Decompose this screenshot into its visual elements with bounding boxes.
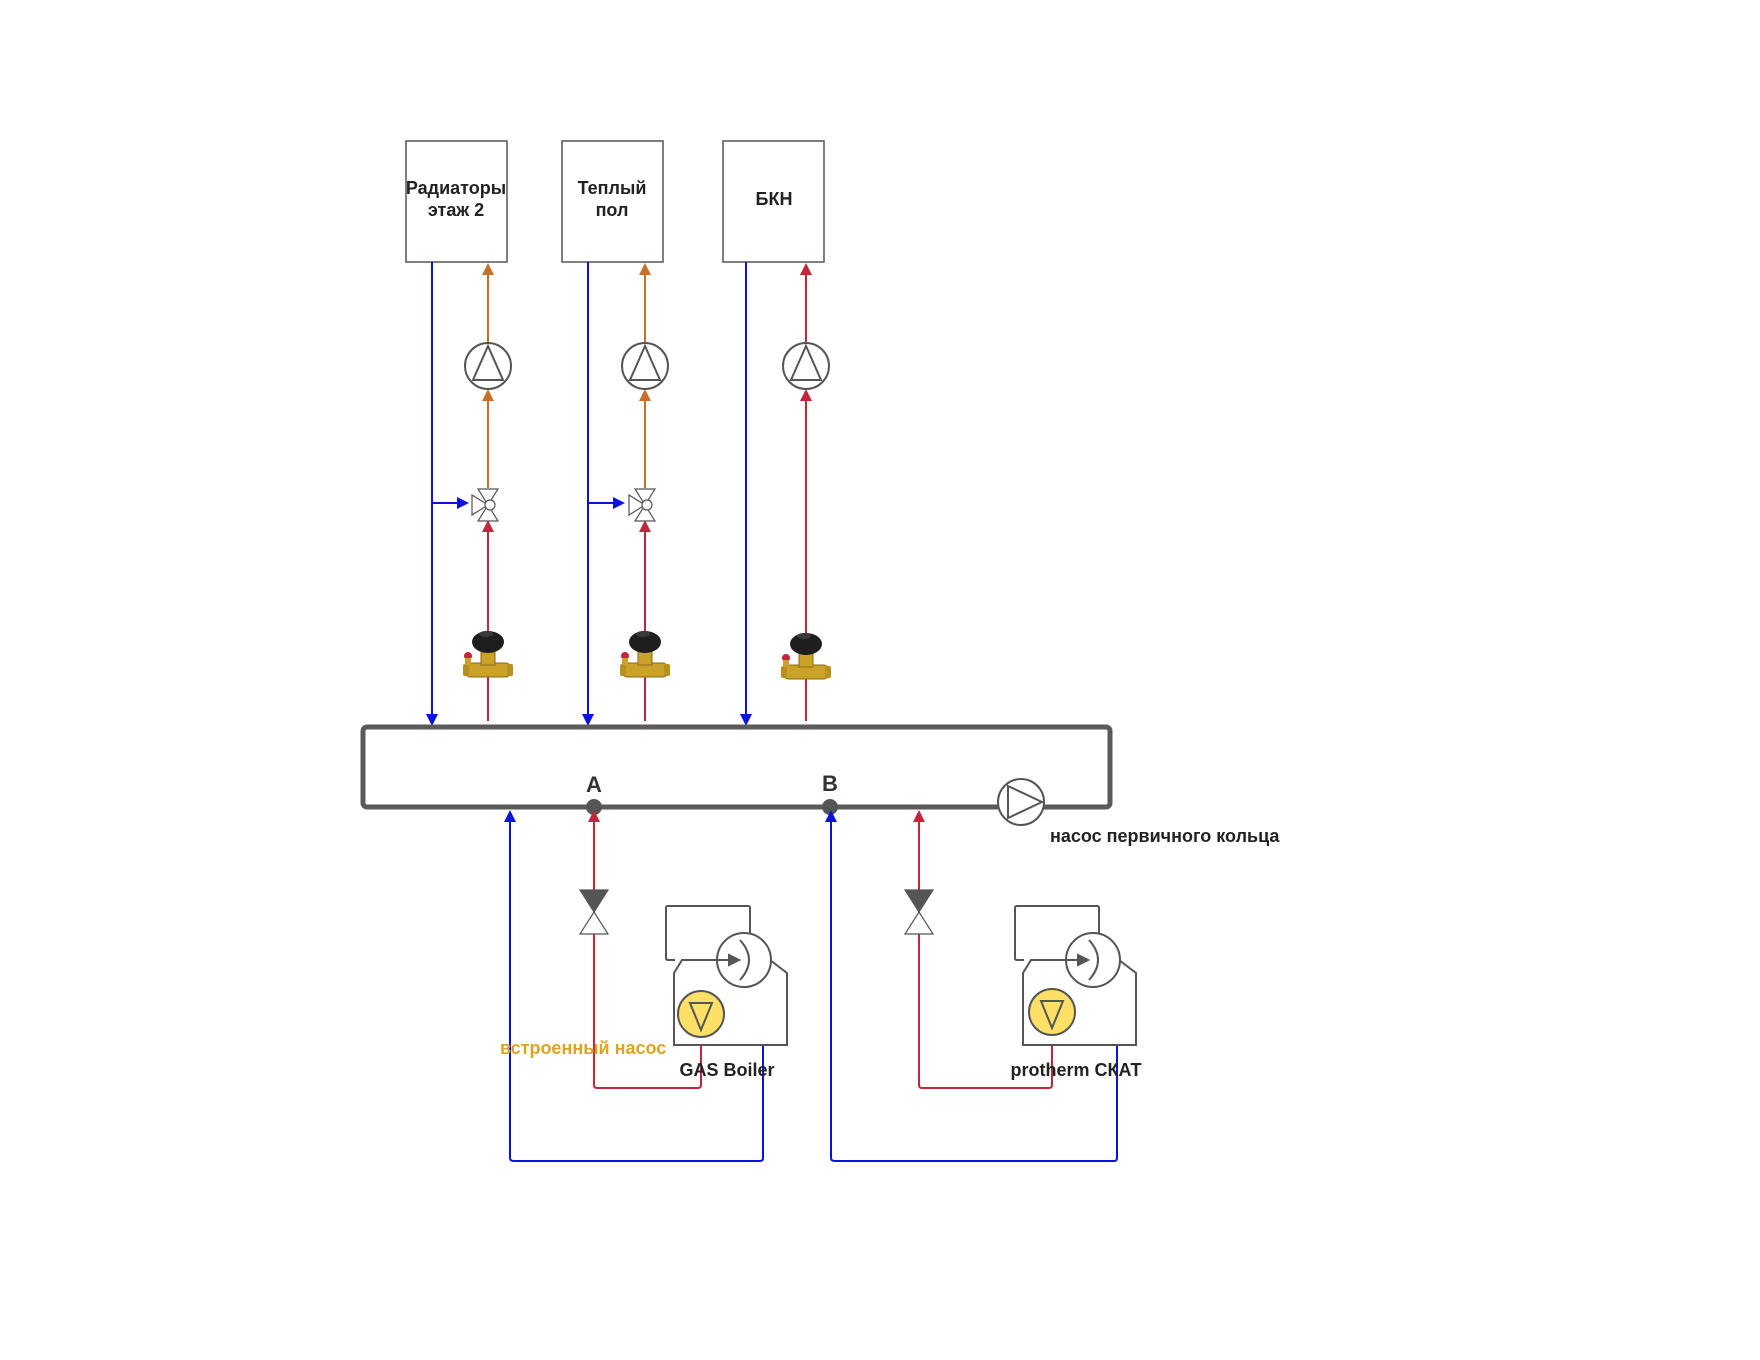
boiler-icon (1014, 905, 1137, 1046)
consumer-label-line: Теплый (578, 178, 647, 198)
check-valve-icon (578, 889, 610, 935)
boiler-1-circuit (504, 810, 764, 1162)
builtin-pump-label: встроенный насос (500, 1038, 666, 1058)
consumer-box-bkn: БКН (722, 140, 825, 263)
consumer-label-line: БКН (756, 189, 793, 209)
primary-ring (360, 724, 1113, 810)
return-lines (426, 262, 752, 726)
boiler-2-label: protherm СКАТ (1010, 1060, 1141, 1080)
consumer-box-floor-heating: Теплый пол (561, 140, 664, 263)
balancing-valve-icon (781, 633, 831, 680)
three-way-valve-icon (471, 488, 500, 522)
pump-icon (621, 342, 669, 390)
consumer-label-line: пол (596, 200, 629, 220)
boiler-1-label: GAS Boiler (679, 1060, 774, 1080)
consumer-label-line: Радиаторы (406, 178, 506, 198)
consumer-label-line: этаж 2 (428, 200, 484, 220)
consumer-box-radiators: Радиаторы этаж 2 (405, 140, 508, 263)
balancing-valve-icon (463, 631, 513, 678)
pump-icon (782, 342, 830, 390)
pump-icon (464, 342, 512, 390)
boiler-icon (665, 905, 788, 1046)
point-a-label: A (586, 772, 602, 797)
primary-pump-label: насос первичного кольца (1050, 826, 1280, 846)
balancing-valve-icon (620, 631, 670, 678)
check-valve-icon (903, 889, 935, 935)
point-b-label: B (822, 771, 838, 796)
primary-pump-icon (997, 778, 1045, 826)
three-way-valve-icon (628, 488, 657, 522)
boiler-2-circuit (825, 810, 1118, 1162)
